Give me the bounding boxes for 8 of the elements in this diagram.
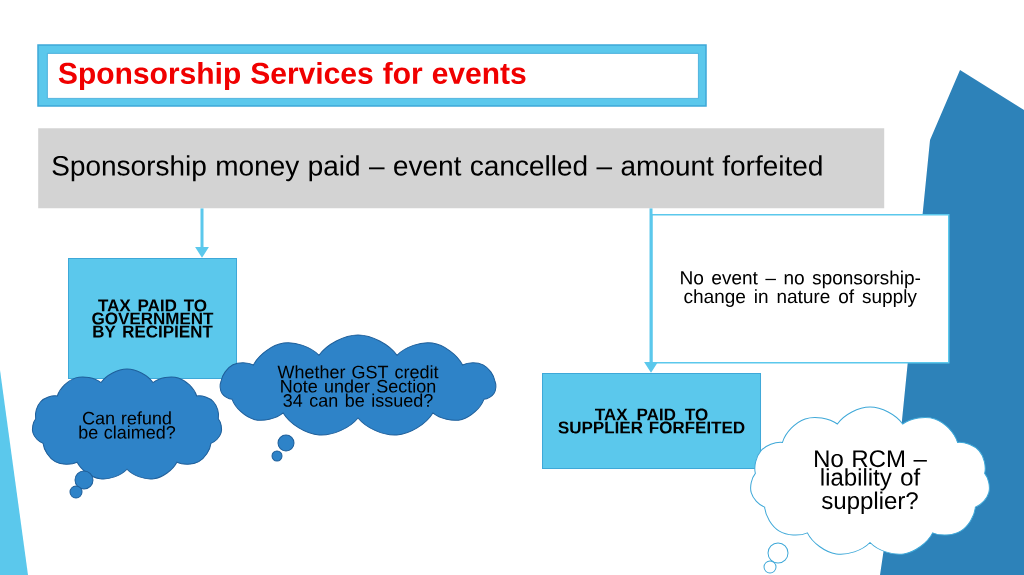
note-box: No event – no sponsorship- change in nature of supply [651,214,950,364]
thought-cloud: No RCM – liability of supplier? [750,406,990,555]
process-box: TAX PAID TO GOVERNMENT BY RECIPIENT [68,258,237,379]
heading-band: Sponsorship money paid – event cancelled – amount forfeited [38,128,885,209]
thought-cloud: Can refund be claimed? [31,368,223,480]
title-box: Sponsorship Services for events [47,53,699,99]
thought-cloud: Whether GST credit Note under Section 34 can be issued? [219,334,497,436]
process-box: TAX PAID TO SUPPLIER FORFEITED [542,373,761,469]
